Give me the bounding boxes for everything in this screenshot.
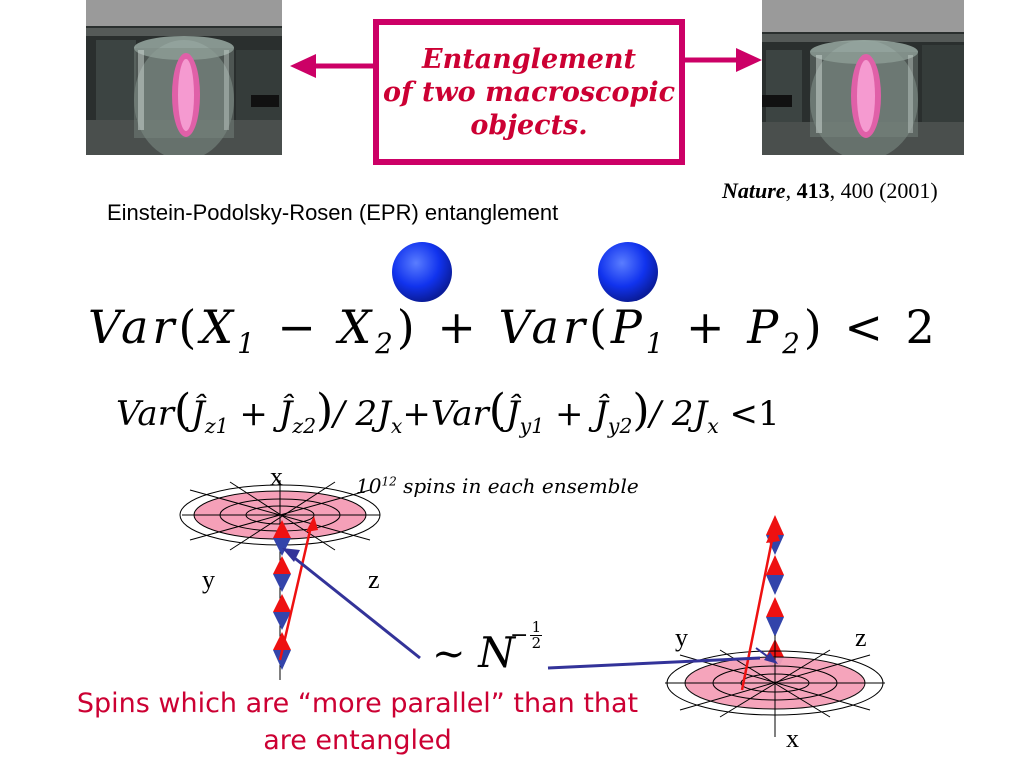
approx-num: 1 <box>531 618 542 636</box>
eq1-sub4: 2 <box>782 327 804 361</box>
eq2-div2: / 2J <box>649 394 708 434</box>
eq1-plus: + <box>418 300 499 354</box>
eq2-j2: Ĵ <box>278 394 293 434</box>
title-line-2: of two macroscopic <box>382 76 676 108</box>
citation-pages-year: , 400 (2001) <box>829 178 938 203</box>
right-axis-z: z <box>855 623 867 652</box>
arrows-to-photos <box>290 48 762 78</box>
eq2-sub1: z1 <box>204 413 229 438</box>
spins-base: 10 <box>356 474 382 498</box>
left-spin-ensemble-diagram <box>179 480 381 680</box>
citation-sep: , <box>785 178 797 203</box>
eq2-subx2: x <box>707 413 719 438</box>
citation-journal: Nature <box>722 178 786 203</box>
eq1-p1: P <box>610 300 646 354</box>
spin-stack-left <box>273 520 291 670</box>
eq2-div1: / 2J <box>333 394 391 434</box>
title-box: Entanglement of two macroscopic objects. <box>373 19 685 165</box>
eq1-minus: − <box>258 300 339 354</box>
eq1-x1: X <box>200 300 238 354</box>
eq1-sub3: 1 <box>645 327 668 361</box>
eq1-x2: X <box>338 300 376 354</box>
left-axis-y: y <box>202 565 215 594</box>
eq2-var2: +Var <box>402 394 489 434</box>
eq2-j1: Ĵ <box>191 394 205 434</box>
ball-right <box>598 242 658 302</box>
right-spin-ensemble-diagram <box>665 515 885 737</box>
right-axis-x: x <box>786 724 799 753</box>
spins-text: spins in each ensemble <box>396 474 639 498</box>
eq1-sub1: 1 <box>237 327 259 361</box>
title-line-1: Entanglement <box>422 43 636 75</box>
epr-label: Einstein-Podolsky-Rosen (EPR) entangleme… <box>107 200 559 225</box>
approx-minus: − <box>510 623 529 648</box>
left-axis-z: z <box>368 565 380 594</box>
vapor-cell-photo-right <box>762 0 964 155</box>
caption-line-2: are entangled <box>263 725 452 756</box>
eq2-lt: <1 <box>718 394 780 434</box>
eq2-j4: Ĵ <box>594 394 608 434</box>
eq1-var1: Var <box>88 300 179 354</box>
eq2-subx1: x <box>390 413 403 438</box>
caption-line-1: Spins which are “more parallel” than tha… <box>76 688 639 719</box>
eq2-var1: Var <box>116 394 174 434</box>
title-line-3: objects. <box>470 109 588 141</box>
eq1-sub2: 2 <box>375 327 397 361</box>
left-axis-x: x <box>270 462 283 491</box>
approx-tilde: ~ <box>432 631 479 677</box>
citation-volume: 413 <box>796 178 830 203</box>
eq2-sub4: y2 <box>607 413 633 438</box>
approx-n: N <box>478 628 515 677</box>
citation: Nature, 413, 400 (2001) <box>722 178 938 204</box>
vapor-cell-photo-left <box>86 0 282 155</box>
spins-count-note: 1012 spins in each ensemble <box>356 474 639 498</box>
equation-spin-variance: Var(Ĵz1 + Ĵz2)/ 2Jx+Var(Ĵy1 + Ĵy2)/ 2Jx … <box>116 385 780 438</box>
right-axis-y: y <box>675 623 688 652</box>
eq2-sub3: y1 <box>519 413 545 438</box>
equation-epr-variance: Var(X1 − X2) + Var(P1 + P2) < 2 <box>88 300 939 361</box>
eq1-p2: P <box>747 300 783 354</box>
eq2-j3: Ĵ <box>506 394 520 434</box>
eq2-sub2: z2 <box>292 413 317 438</box>
ball-left <box>392 242 452 302</box>
eq1-var2: Var <box>498 300 589 354</box>
spins-exp: 12 <box>381 474 397 489</box>
eq1-lt: < 2 <box>825 300 939 354</box>
approx-den: 2 <box>531 634 542 652</box>
caption: Spins which are “more parallel” than tha… <box>0 685 715 759</box>
blue-balls <box>392 242 658 302</box>
